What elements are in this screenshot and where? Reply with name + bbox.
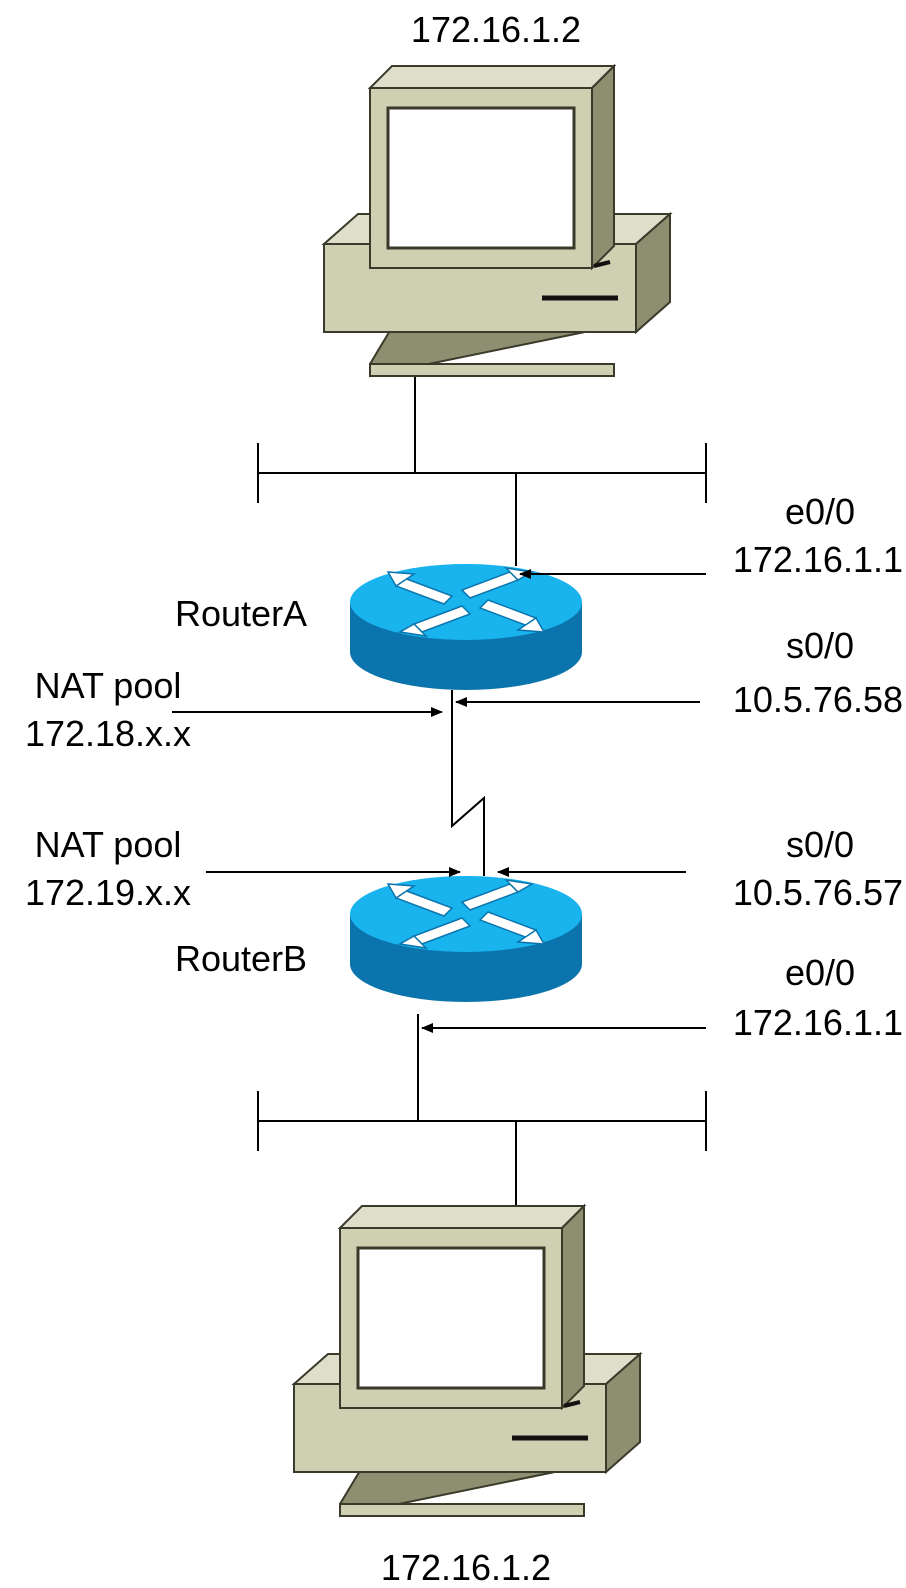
router-a-s0-interface: s0/0	[786, 625, 854, 666]
router-b-nat-range: 172.19.x.x	[25, 872, 191, 913]
router-b-s0-interface: s0/0	[786, 824, 854, 865]
router-a-nat-range: 172.18.x.x	[25, 713, 191, 754]
router-b-nat-title: NAT pool	[35, 824, 182, 865]
router-a-icon	[349, 563, 583, 691]
router-b-e0-interface: e0/0	[785, 952, 855, 993]
bottom-host-ip-label: 172.16.1.2	[381, 1547, 551, 1588]
top-lan-segment	[257, 443, 707, 503]
router-b-s0-ip: 10.5.76.57	[733, 872, 903, 913]
router-b-e0-ip: 172.16.1.1	[733, 1002, 903, 1043]
router-a-s0-ip: 10.5.76.58	[733, 679, 903, 720]
top-host-ip-label: 172.16.1.2	[411, 9, 581, 50]
router-a-name: RouterA	[175, 593, 307, 634]
router-a-nat-title: NAT pool	[35, 665, 182, 706]
bottom-workstation-icon	[294, 1206, 640, 1516]
router-a-e0-interface: e0/0	[785, 491, 855, 532]
router-b-name: RouterB	[175, 938, 307, 979]
router-b-icon	[349, 875, 583, 1003]
bottom-lan-segment	[257, 1091, 707, 1151]
serial-link	[451, 690, 485, 876]
router-a-e0-ip: 172.16.1.1	[733, 539, 903, 580]
top-workstation-icon	[324, 66, 670, 376]
